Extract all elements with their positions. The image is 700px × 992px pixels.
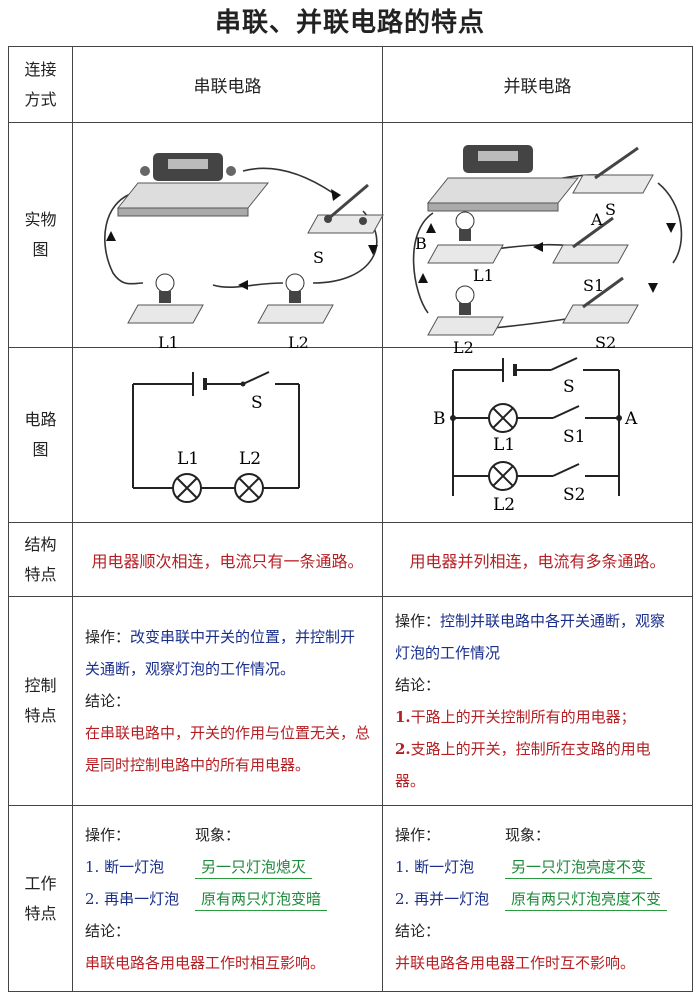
parallel-physical-label-s: S — [605, 200, 616, 219]
parallel-diagram-cell: S B A L1 S1 L2 S2 — [382, 347, 693, 523]
current-arrow — [368, 245, 378, 255]
parallel-work-op-label: 操作： — [395, 825, 441, 844]
parallel-work-cell: 操作： 现象： 1. 断一灯泡 另一只灯泡亮度不变 2. 再并一灯泡原有两只灯泡亮度… — [382, 805, 693, 992]
series-diagram-label-s: S — [251, 393, 263, 413]
series-work-ph1: 另一只灯泡熄灭 — [195, 856, 313, 879]
row-label-work: 工作特点 — [8, 805, 73, 992]
parallel-physical-label-b: B — [415, 234, 427, 253]
parallel-diagram-label-s: S — [563, 377, 575, 397]
parallel-control-cell: 操作：控制并联电路中各开关通断，观察灯泡的工作情况 结论： 1.干路上的开关控制… — [382, 596, 693, 806]
series-physical-cell: S L1 L2 — [72, 122, 384, 352]
work-row: 工作特点 操作：现象： 1. 断一灯泡另一只灯泡熄灭 2. 再串一灯泡原有两只灯… — [8, 805, 693, 992]
parallel-diagram-label-l2: L2 — [493, 495, 515, 515]
parallel-physical-label-a: A — [590, 210, 603, 229]
current-arrow — [426, 223, 436, 233]
current-arrow — [331, 189, 341, 201]
current-arrow — [106, 231, 116, 241]
parallel-control-conclusion-label: 结论： — [395, 676, 441, 694]
physical-row: 实物图 S — [8, 122, 693, 357]
parallel-structure: 用电器并列相连，电流有多条通路。 — [382, 522, 693, 597]
parallel-control-conclusion-2: 2.支路上的开关，控制所在支路的用电器。 — [395, 740, 651, 790]
diagram-row: 电路图 — [8, 347, 693, 523]
series-circuit-diagram: S L1 L2 — [132, 371, 300, 503]
parallel-work-conclusion: 并联电路各用电器工作时互不影响。 — [395, 953, 636, 972]
series-diagram-label-l1: L1 — [177, 449, 199, 469]
row-label-structure: 结构特点 — [8, 522, 73, 597]
series-control-conclusion: 在串联电路中，开关的作用与位置无关，总是同时控制电路中的所有用电器。 — [85, 724, 371, 774]
page-title: 串联、并联电路的特点 — [214, 8, 485, 38]
current-arrow — [648, 283, 658, 293]
structure-row: 结构特点 用电器顺次相连，电流只有一条通路。 用电器并列相连，电流有多条通路。 — [8, 522, 693, 597]
parallel-physical-illustration: S A S1 S2 B L1 L2 — [412, 145, 683, 357]
parallel-work-op1: 1. 断一灯泡 — [395, 857, 475, 876]
header-series: 串联电路 — [72, 46, 383, 123]
parallel-diagram-label-b: B — [433, 409, 446, 429]
parallel-work-ph2: 原有两只灯泡亮度不变 — [505, 888, 668, 911]
series-work-op1: 1. 断一灯泡 — [85, 857, 165, 876]
series-structure: 用电器顺次相连，电流只有一条通路。 — [72, 522, 383, 597]
parallel-work-ph-label: 现象： — [505, 825, 551, 844]
header-parallel: 并联电路 — [382, 46, 693, 123]
parallel-work-op2: 2. 再并一灯泡 — [395, 889, 490, 908]
header-row: 连接方式 串联电路 并联电路 — [8, 46, 693, 123]
parallel-physical-cell: S A S1 S2 B L1 L2 — [382, 122, 693, 357]
current-arrow — [533, 242, 543, 252]
row-label-control: 控制特点 — [8, 596, 73, 806]
parallel-diagram-label-l1: L1 — [493, 435, 515, 455]
parallel-work-conclusion-label: 结论： — [395, 921, 441, 940]
parallel-diagram-label-s2: S2 — [563, 485, 585, 505]
current-arrow — [666, 223, 676, 233]
series-control-conclusion-label: 结论： — [85, 692, 131, 710]
series-physical-illustration: S L1 L2 — [104, 153, 384, 352]
series-work-op-label: 操作： — [85, 825, 131, 844]
series-physical-label-s: S — [313, 248, 324, 267]
parallel-physical-label-s1: S1 — [583, 276, 604, 295]
parallel-work-ph1: 另一只灯泡亮度不变 — [505, 856, 653, 879]
series-work-ph-label: 现象： — [195, 825, 241, 844]
parallel-control-operation: 操作：控制并联电路中各开关通断，观察灯泡的工作情况 — [395, 612, 666, 662]
current-arrow — [238, 280, 248, 290]
parallel-physical-label-l1: L1 — [473, 266, 494, 285]
series-diagram-label-l2: L2 — [239, 449, 261, 469]
parallel-diagram-label-s1: S1 — [563, 427, 585, 447]
series-work-cell: 操作： 现象： 1. 断一灯泡 另一只灯泡熄灭 2. 再串一灯泡原有两只灯泡变暗 结… — [72, 805, 383, 992]
series-work-conclusion: 串联电路各用电器工作时相互影响。 — [85, 953, 326, 972]
control-row: 控制特点 操作：改变串联中开关的位置，并控制开关通断，观察灯泡的工作情况。 结论… — [8, 596, 693, 806]
comparison-table: 连接方式 串联电路 并联电路 实物图 S — [8, 46, 693, 992]
series-work-op2: 2. 再串一灯泡 — [85, 889, 180, 908]
series-control-cell: 操作：改变串联中开关的位置，并控制开关通断，观察灯泡的工作情况。 结论： 在串联… — [72, 596, 383, 806]
row-label-diagram: 电路图 — [8, 347, 73, 523]
series-work-conclusion-label: 结论： — [85, 921, 131, 940]
parallel-circuit-diagram: S B A L1 S1 L2 S2 — [433, 357, 638, 515]
row-label-physical: 实物图 — [8, 122, 73, 348]
series-diagram-cell: S L1 L2 — [72, 347, 383, 523]
current-arrow — [418, 273, 428, 283]
parallel-control-conclusion-1: 1.干路上的开关控制所有的用电器； — [395, 708, 636, 726]
series-control-operation: 操作：改变串联中开关的位置，并控制开关通断，观察灯泡的工作情况。 — [85, 628, 356, 678]
parallel-diagram-label-a: A — [624, 409, 638, 429]
series-work-ph2: 原有两只灯泡变暗 — [195, 888, 328, 911]
header-label: 连接方式 — [8, 46, 73, 123]
